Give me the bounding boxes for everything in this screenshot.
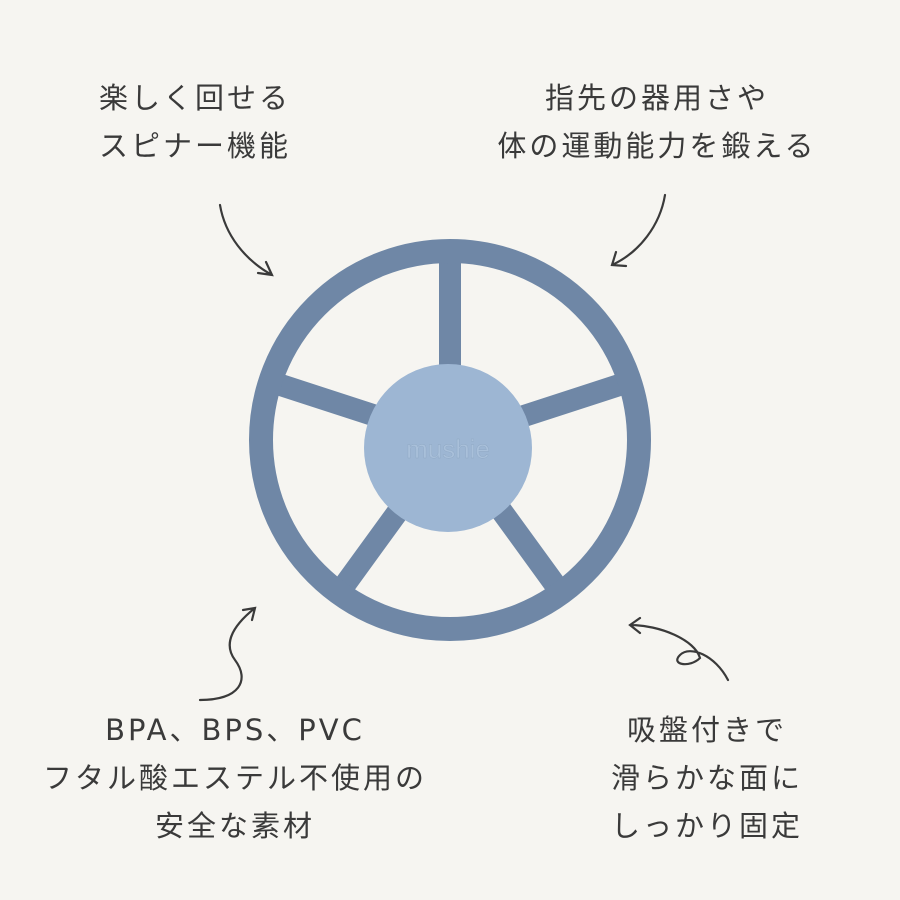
hub-logo: mushie <box>406 434 490 464</box>
caption-bottom-left: BPA、BPS、PVC フタル酸エステル不使用の 安全な素材 <box>43 706 427 850</box>
caption-line: スピナー機能 <box>98 129 292 163</box>
wheel-ring <box>249 239 651 641</box>
caption-line: 指先の器用さや <box>544 81 770 115</box>
caption-line: BPA、BPS、PVC <box>105 713 365 747</box>
arrow-bottom-right <box>628 616 730 682</box>
caption-line: 滑らかな面に <box>610 761 804 795</box>
caption-line: フタル酸エステル不使用の <box>42 761 428 795</box>
arrow-top-right <box>610 193 667 268</box>
wheel-hub <box>364 364 532 532</box>
arrow-bottom-left <box>198 606 257 702</box>
caption-line: 安全な素材 <box>154 809 316 843</box>
caption-line: しっかり固定 <box>610 809 804 843</box>
arrow-top-left <box>218 203 274 277</box>
caption-line: 体の運動能力を鍛える <box>497 129 817 163</box>
caption-top-left: 楽しく回せる スピナー機能 <box>99 74 291 170</box>
caption-bottom-right: 吸盤付きで 滑らかな面に しっかり固定 <box>611 706 803 850</box>
arrows <box>198 193 730 702</box>
caption-top-right: 指先の器用さや 体の運動能力を鍛える <box>497 74 816 170</box>
caption-line: 吸盤付きで <box>626 713 788 747</box>
caption-line: 楽しく回せる <box>98 81 292 115</box>
